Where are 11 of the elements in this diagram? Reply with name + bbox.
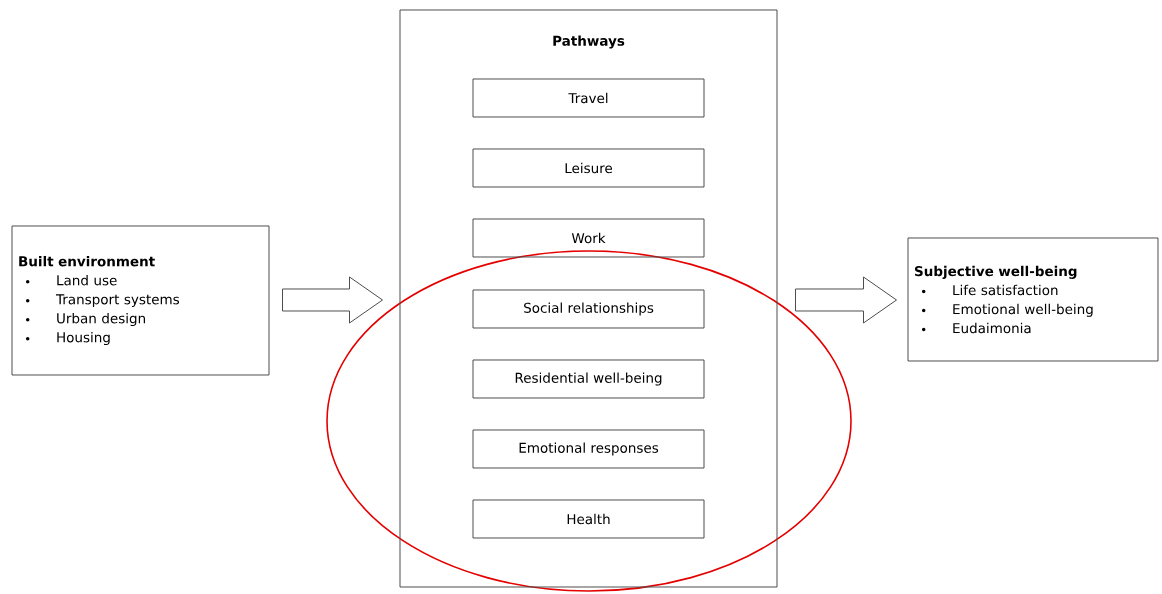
pathway-box: Work [472, 218, 705, 258]
list-box: Built environment Land use Transport systems Urban design Housing [11, 225, 270, 376]
block-arrow [795, 276, 897, 324]
pathway-box: Social relationships [472, 289, 705, 329]
pathway-box: Leisure [472, 148, 705, 188]
block-arrow [282, 276, 383, 324]
pathway-box: Residential well-being [472, 359, 705, 399]
list-box: Subjective well-being Life satisfaction Emotional well-being Eudaimonia [907, 237, 1159, 362]
pathway-box: Travel [472, 78, 705, 118]
pathway-box: Health [472, 499, 705, 539]
pathway-box: Emotional responses [472, 429, 705, 469]
